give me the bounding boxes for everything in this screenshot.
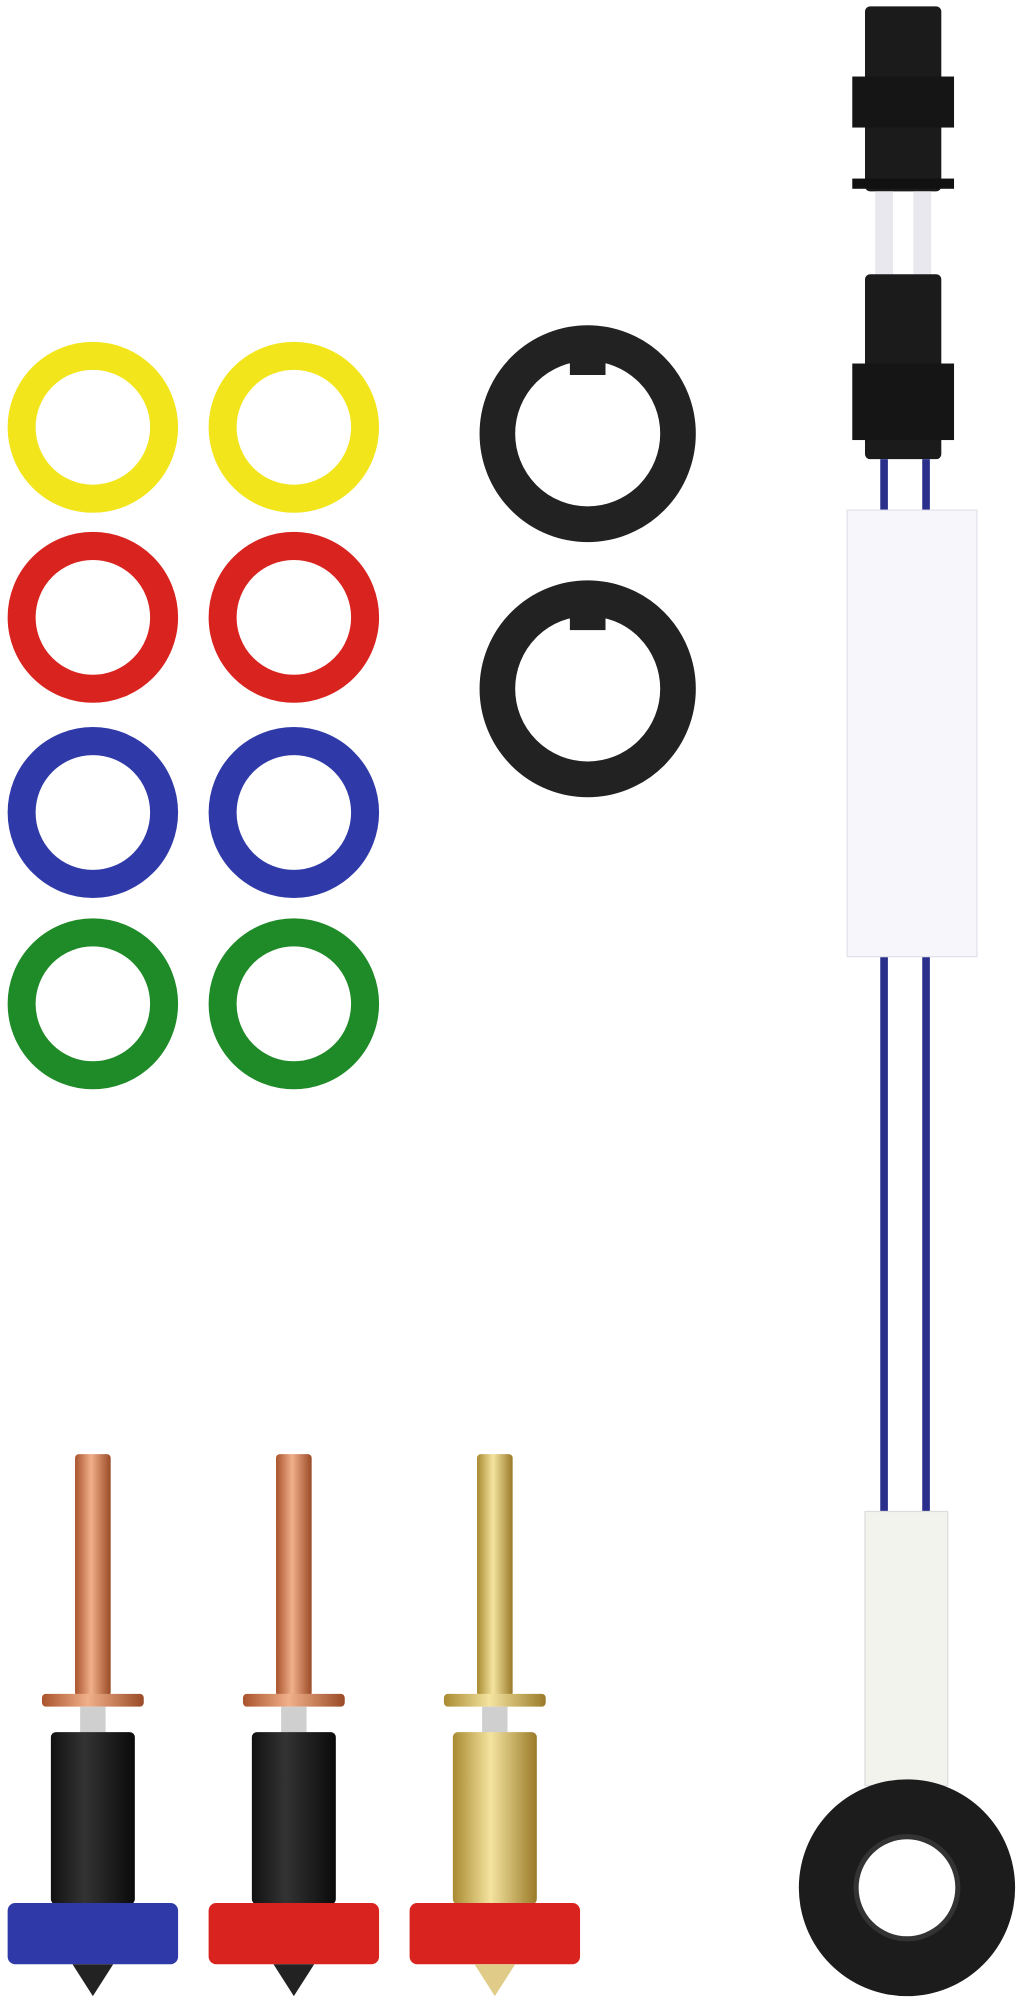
insulation-sleeve [846, 509, 978, 958]
heater-block [50, 1732, 135, 1905]
wire [880, 459, 888, 1518]
o-ring-red [208, 531, 380, 703]
heater-block [251, 1732, 336, 1905]
o-ring-set [7, 341, 380, 1090]
o-ring-green [208, 918, 380, 1090]
wire [922, 459, 930, 1518]
nozzle-tip [474, 1964, 516, 1997]
heater-block [452, 1732, 537, 1905]
o-ring-blue [208, 727, 380, 898]
black-ring-set [479, 325, 696, 798]
o-ring-green [7, 918, 179, 1090]
black-ring [479, 325, 696, 543]
nozzle-tip [273, 1964, 315, 1997]
nozzle [409, 1454, 581, 1997]
nozzle-set [7, 1454, 581, 1997]
black-ring [479, 580, 696, 798]
thermistor-cable [798, 6, 1016, 1997]
nozzle [208, 1454, 380, 1997]
heatbreak-tube [276, 1454, 312, 1697]
o-ring-yellow [208, 341, 380, 513]
o-ring-yellow [7, 341, 179, 513]
heatbreak-tube [477, 1454, 513, 1697]
heatbreak-tube [75, 1454, 111, 1697]
o-ring-red [7, 531, 179, 703]
nozzle-tip [72, 1964, 114, 1997]
nozzle [7, 1454, 179, 1997]
braided-sleeve [864, 1510, 949, 1787]
silicone-sock-red [409, 1903, 581, 1965]
silicone-sock-blue [7, 1903, 179, 1965]
o-ring-blue [7, 727, 179, 898]
silicone-sock-red [208, 1903, 380, 1965]
